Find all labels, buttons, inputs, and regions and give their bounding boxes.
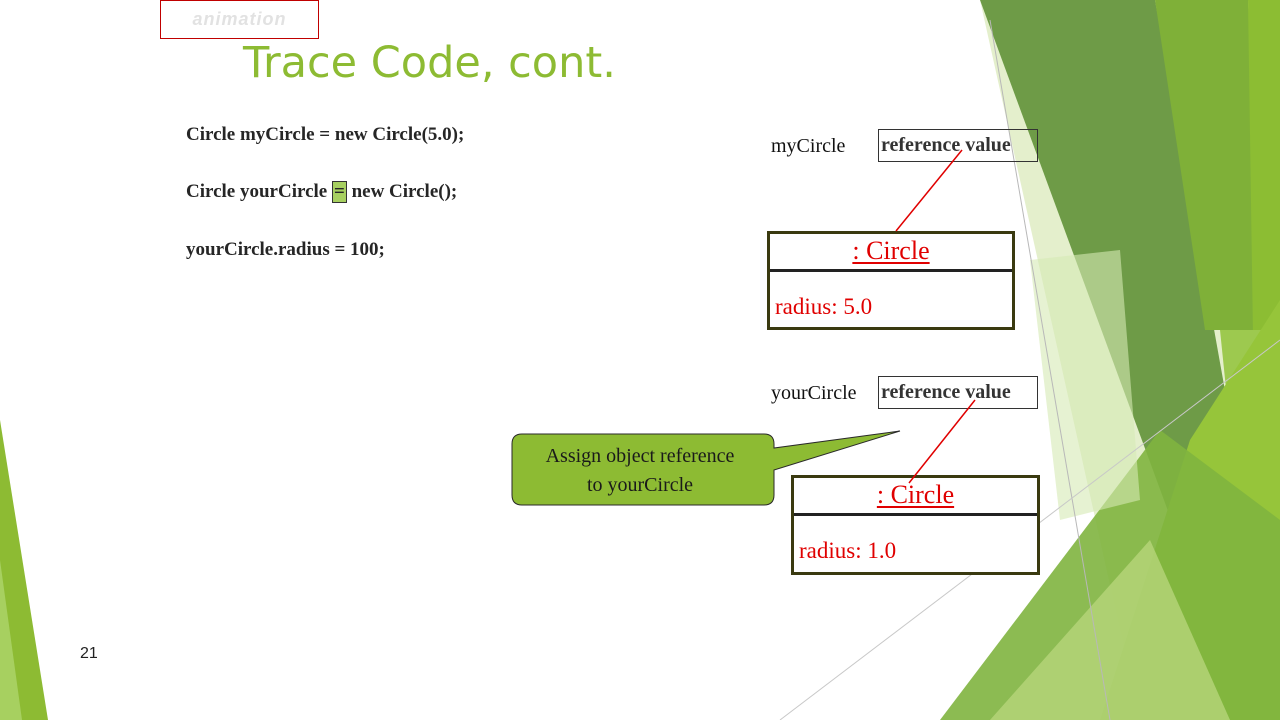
var-mycircle-label: myCircle (771, 135, 846, 157)
callout-bubble (511, 430, 901, 506)
code-line-2: Circle yourCircle = new Circle(); (186, 181, 457, 203)
var-yourcircle-label: yourCircle (771, 382, 857, 404)
object-1-radius: radius: 5.0 (775, 294, 873, 319)
slide-number: 21 (80, 645, 98, 662)
var-yourcircle-reference: reference value (878, 376, 1038, 409)
callout-line-1: Assign object reference (545, 445, 735, 467)
reference-arrow-1 (895, 149, 963, 232)
animation-tag: animation (160, 0, 319, 39)
object-2-radius: radius: 1.0 (799, 538, 897, 563)
object-box-yourcircle: : Circle radius: 1.0 (791, 475, 1040, 575)
object-box-mycircle: : Circle radius: 5.0 (767, 231, 1015, 330)
callout-line-2: to yourCircle (586, 474, 694, 496)
callout-text: Assign object reference to yourCircle (518, 442, 762, 500)
object-1-divider (770, 269, 1012, 272)
object-2-divider (794, 513, 1037, 516)
code-line-2-before: Circle yourCircle (186, 181, 332, 202)
slide-title: Trace Code, cont. (243, 38, 616, 88)
object-1-class-name: : Circle (852, 236, 930, 265)
object-2-class-name: : Circle (876, 480, 955, 509)
var-mycircle-reference: reference value (878, 129, 1038, 162)
reference-arrow-2 (908, 399, 976, 484)
code-line-1: Circle myCircle = new Circle(5.0); (186, 124, 465, 145)
code-line-2-after: new Circle(); (346, 181, 458, 202)
code-line-3: yourCircle.radius = 100; (186, 239, 385, 260)
highlighted-assignment: = (331, 181, 347, 203)
